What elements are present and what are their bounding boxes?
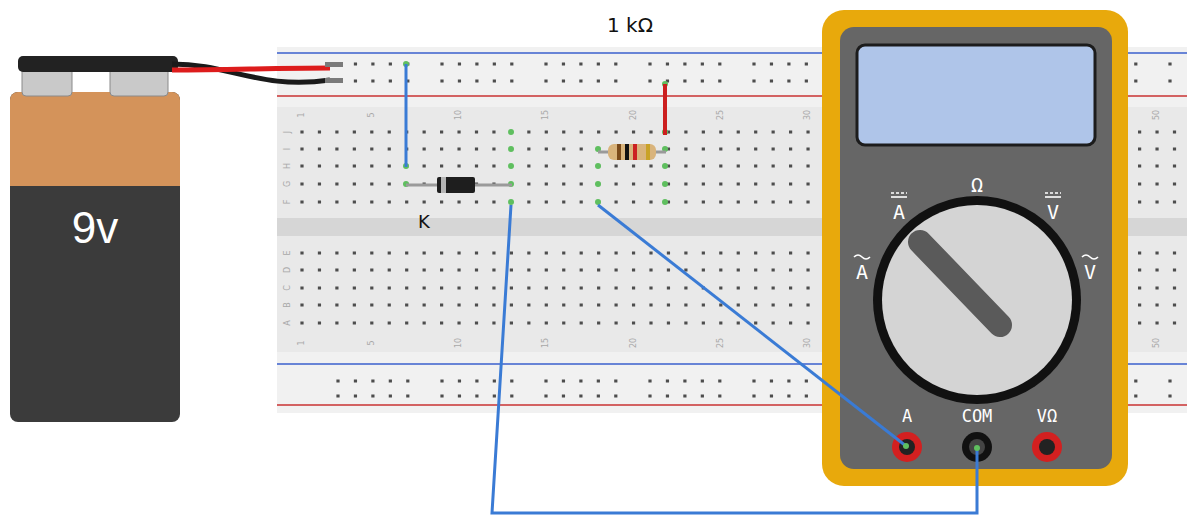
row-letter: F xyxy=(284,200,292,205)
probe-wire xyxy=(598,205,906,446)
column-number: 5 xyxy=(368,340,376,345)
resistor-value: 1 kΩ xyxy=(607,15,653,35)
column-number: 50 xyxy=(1153,338,1161,348)
active-hole xyxy=(508,146,514,152)
range-label: A xyxy=(893,202,905,222)
column-number: 15 xyxy=(542,110,550,120)
cathode-label: K xyxy=(418,213,430,231)
active-holes xyxy=(403,61,668,205)
active-hole xyxy=(508,129,514,135)
column-number: 25 xyxy=(717,110,725,120)
active-hole xyxy=(662,163,668,169)
row-letter: H xyxy=(284,163,292,169)
row-letter: G xyxy=(284,181,292,187)
range-marks xyxy=(854,193,1098,259)
jack-label: COM xyxy=(962,408,993,425)
resistor-symbol xyxy=(608,144,656,160)
active-hole xyxy=(508,163,514,169)
row-letter: E xyxy=(284,250,292,255)
multimeter-face xyxy=(840,27,1112,469)
battery-band xyxy=(10,92,180,186)
active-hole xyxy=(662,181,668,187)
input-jack xyxy=(1039,439,1055,455)
selector-dial xyxy=(882,205,1072,395)
row-letter: D xyxy=(284,267,292,273)
active-hole xyxy=(595,181,601,187)
column-number: 30 xyxy=(804,110,812,120)
column-number: 10 xyxy=(455,338,463,348)
row-letter: C xyxy=(284,285,292,291)
wire-tip xyxy=(325,62,343,67)
range-label: V xyxy=(1084,262,1096,282)
wire-end xyxy=(903,443,909,449)
battery-clip xyxy=(18,56,178,72)
active-hole xyxy=(508,199,514,205)
probe-wire xyxy=(492,205,977,513)
column-number: 25 xyxy=(717,338,725,348)
multimeter-display xyxy=(857,45,1095,145)
column-number: 5 xyxy=(368,112,376,117)
column-number: 30 xyxy=(804,338,812,348)
active-hole xyxy=(595,163,601,169)
jack-label: VΩ xyxy=(1037,408,1057,425)
column-number: 1 xyxy=(298,112,306,117)
resistor-band xyxy=(625,144,629,160)
diode-symbol xyxy=(437,177,475,193)
column-number: 1 xyxy=(298,340,306,345)
resistor-band xyxy=(617,144,621,160)
input-jack xyxy=(1032,432,1062,462)
battery-wire xyxy=(172,64,330,82)
diode-band xyxy=(441,177,446,193)
active-hole xyxy=(662,199,668,205)
column-number: 15 xyxy=(542,338,550,348)
range-label: A xyxy=(856,262,868,282)
active-hole xyxy=(595,199,601,205)
jumper-wire xyxy=(405,64,408,167)
range-label: V xyxy=(1047,202,1059,222)
column-number: 50 xyxy=(1153,110,1161,120)
resistor-band xyxy=(633,144,637,160)
row-letter: B xyxy=(284,302,292,308)
wire-end xyxy=(974,445,980,451)
column-number: 20 xyxy=(630,338,638,348)
row-letter: A xyxy=(284,320,292,325)
column-number: 10 xyxy=(455,110,463,120)
row-letter: J xyxy=(284,131,292,133)
input-jack xyxy=(892,432,922,462)
jumper-wire xyxy=(663,84,667,135)
jack-label: A xyxy=(902,408,912,425)
selector-pointer xyxy=(920,242,1000,325)
wire-tip xyxy=(325,78,343,83)
row-letter: I xyxy=(284,148,292,150)
range-label: Ω xyxy=(971,175,983,195)
column-number: 20 xyxy=(630,110,638,120)
selector-dial xyxy=(873,196,1081,404)
battery-wire xyxy=(172,68,330,70)
battery-voltage: 9v xyxy=(72,206,118,250)
battery-body xyxy=(10,92,180,422)
resistor-band xyxy=(646,144,650,160)
